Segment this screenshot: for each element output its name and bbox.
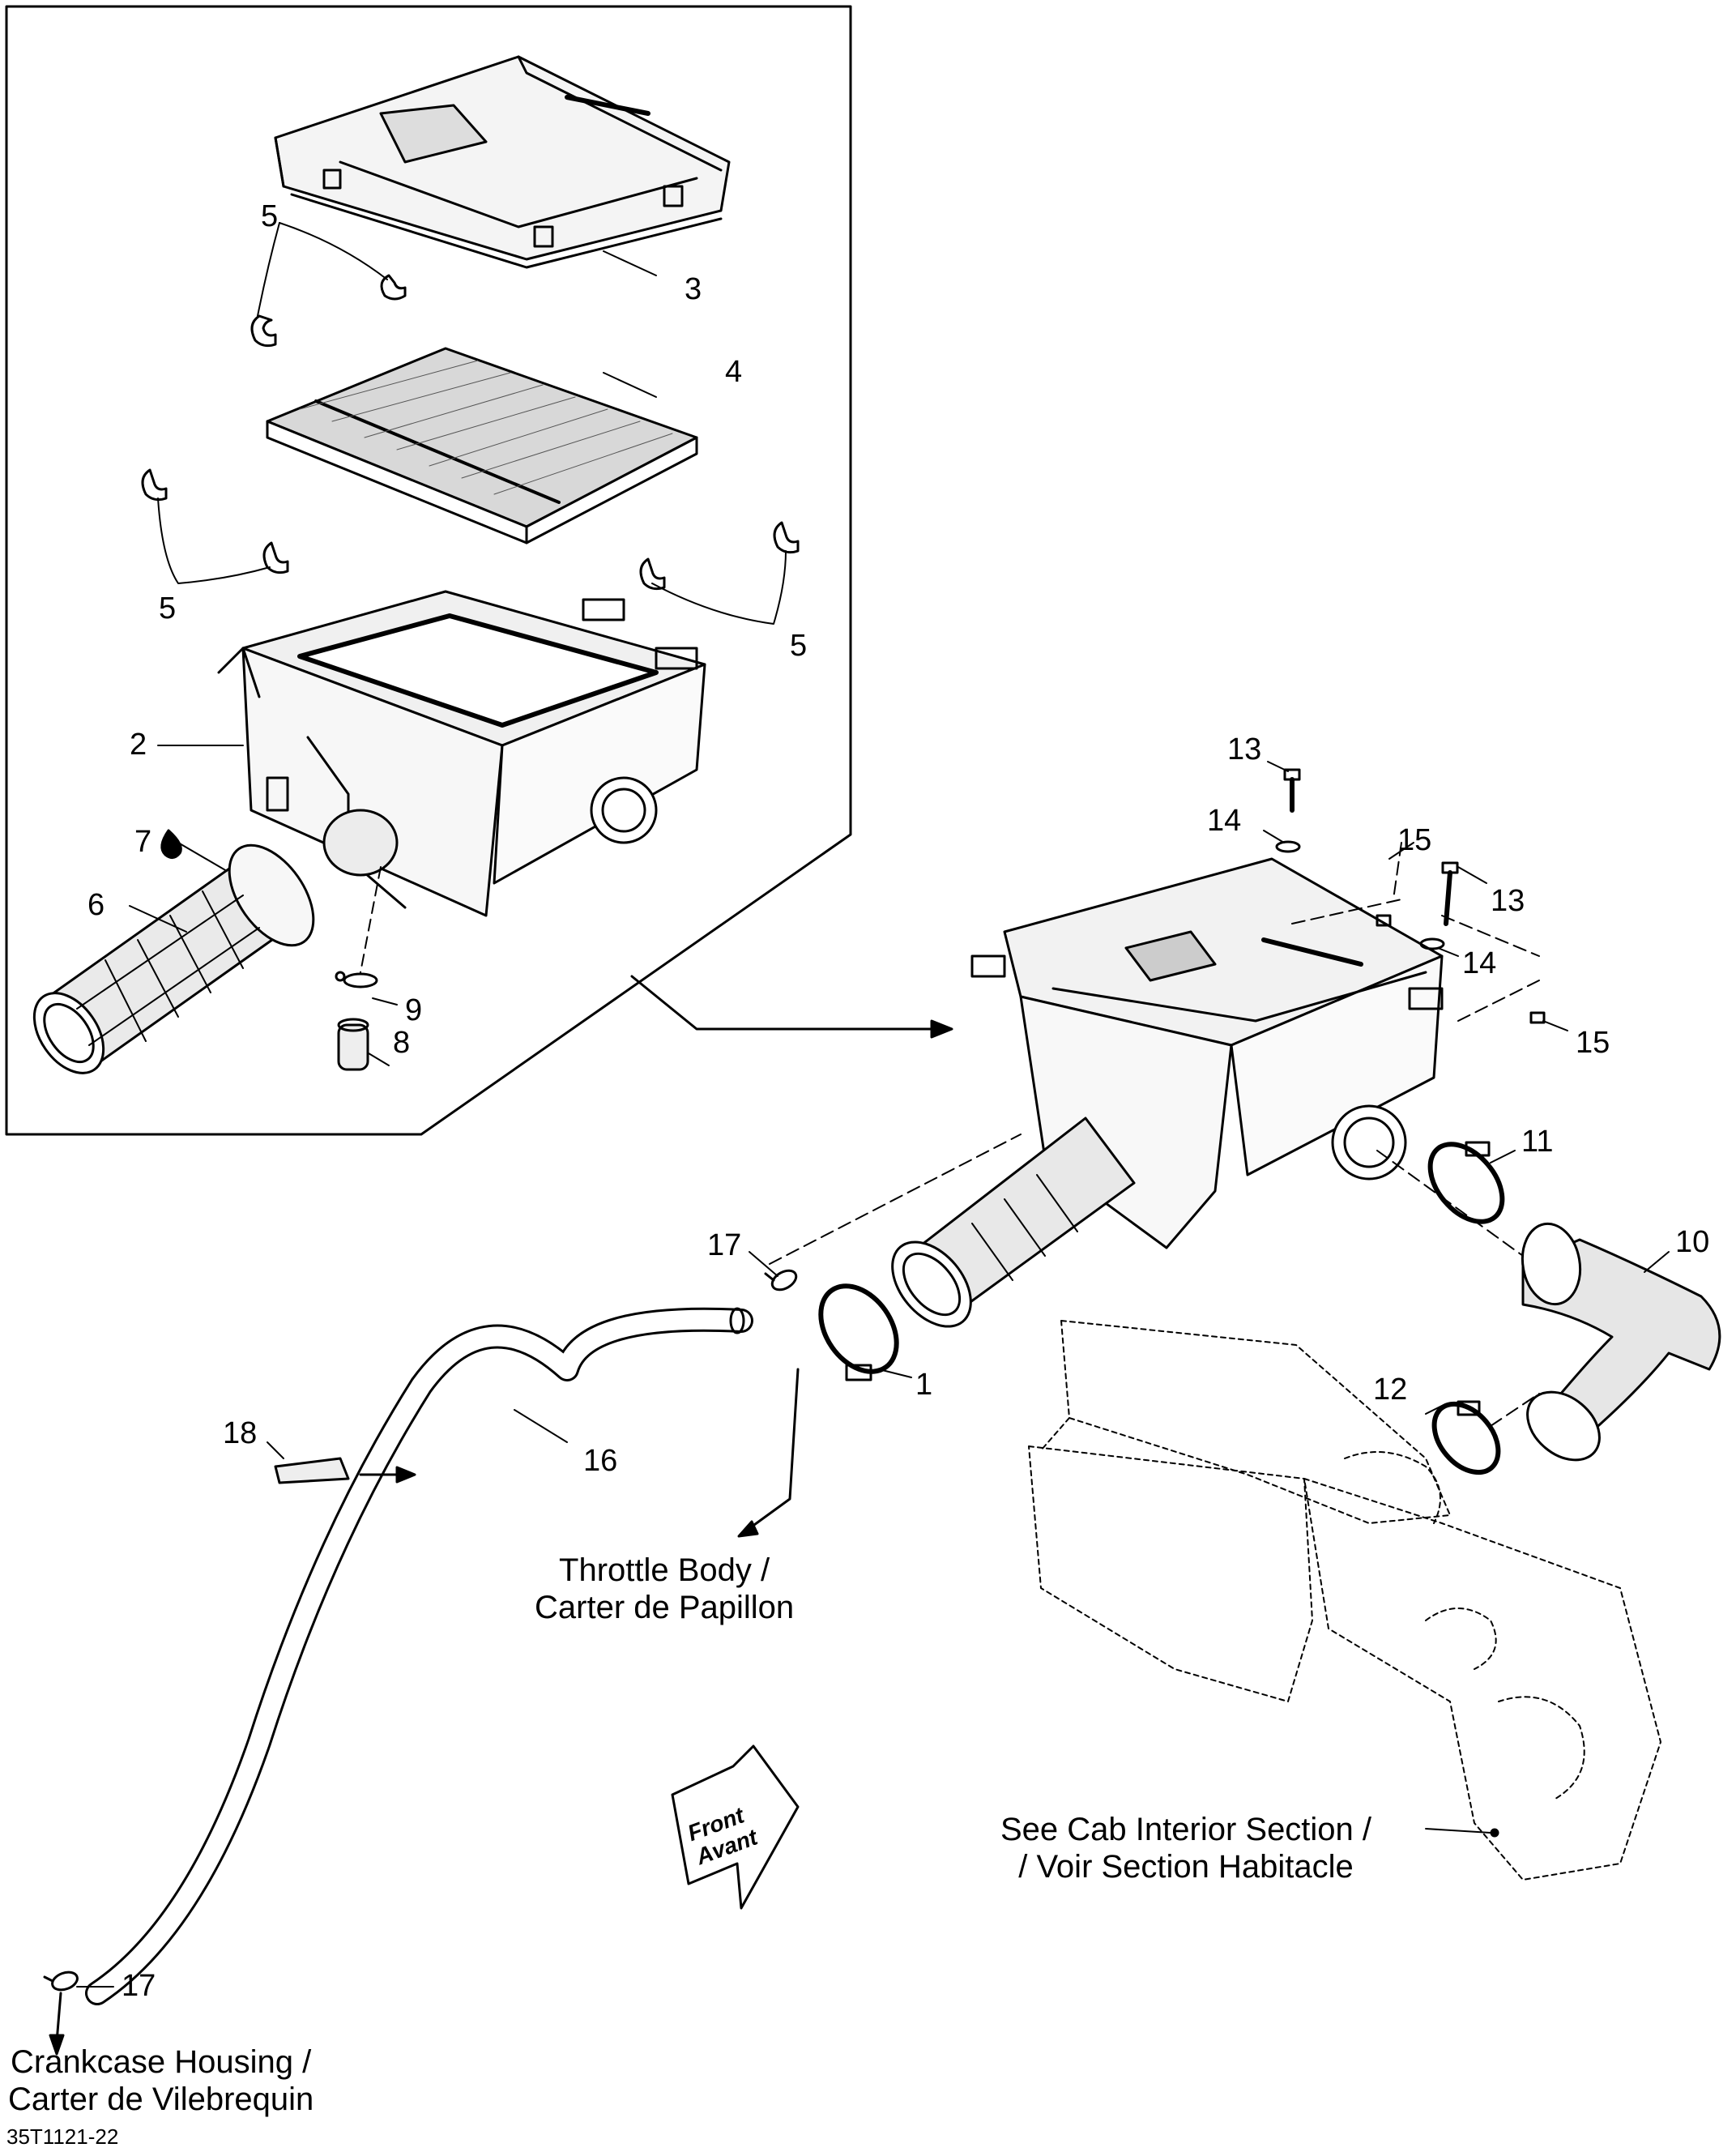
airbox-assembly [970, 857, 1444, 1249]
drain-dash-line [360, 866, 382, 973]
throttle-body-caption-line1: Throttle Body / [559, 1552, 770, 1588]
callout-1: 1 [915, 1368, 933, 1402]
callout-9: 9 [405, 993, 423, 1027]
breather-hose [85, 1307, 753, 2005]
hose-clamp-12 [1431, 1400, 1501, 1475]
hose-clamp-11 [1427, 1141, 1505, 1224]
callout-6: 6 [87, 888, 105, 922]
callout-13-top: 13 [1227, 732, 1262, 766]
callout-leaders [76, 250, 1670, 1988]
throttle-body-leader [737, 1368, 800, 1538]
diagram-code: 35T1121-22 [6, 2124, 119, 2149]
callout-7: 7 [134, 825, 152, 859]
throttle-body-caption: Throttle Body / Carter de Papillon [535, 1552, 794, 1626]
inset-to-assembly-arrow [630, 975, 953, 1039]
front-direction-arrow [671, 1744, 800, 1910]
throttle-body-caption-line2: Carter de Papillon [535, 1590, 795, 1625]
nut-15a [1376, 914, 1392, 927]
callout-5-left: 5 [159, 591, 177, 626]
callout-5-top: 5 [261, 199, 279, 233]
callout-3: 3 [685, 272, 702, 306]
callout-18: 18 [223, 1416, 258, 1450]
callout-15-right: 15 [1576, 1026, 1610, 1060]
callout-12: 12 [1373, 1373, 1408, 1407]
cab-interior-outline [1028, 1320, 1661, 1881]
cab-leader-dot [1490, 1828, 1499, 1838]
airbox-cover [274, 55, 731, 269]
air-filter [266, 347, 698, 544]
cab-interior-caption-line2: / Voir Section Habitacle [1018, 1849, 1354, 1885]
drain-valve [337, 1018, 369, 1071]
washer-14a [1275, 840, 1301, 853]
cab-caption-leader [1425, 1828, 1491, 1834]
callout-11: 11 [1521, 1125, 1554, 1159]
tie-18-arrow [359, 1466, 416, 1484]
callout-15-top: 15 [1397, 823, 1432, 857]
tie-18 [274, 1457, 350, 1484]
assembled-intake-tube [891, 1117, 1136, 1328]
small-clamp [335, 971, 378, 988]
crankcase-caption-line2: Carter de Vilebrequin [8, 2082, 314, 2117]
cab-interior-caption: See Cab Interior Section / / Voir Sectio… [1000, 1811, 1371, 1885]
callout-8: 8 [393, 1026, 411, 1060]
callout-16: 16 [583, 1444, 618, 1478]
callout-2: 2 [130, 728, 147, 762]
callout-4: 4 [725, 355, 743, 389]
hose-clamp-1 [818, 1283, 899, 1381]
bolt-13b [1441, 861, 1459, 926]
elbow-hose [1521, 1222, 1721, 1462]
washer-14b [1419, 937, 1445, 950]
callout-13-right: 13 [1491, 884, 1525, 918]
callout-14-top: 14 [1207, 804, 1242, 838]
bolt-13a [1283, 768, 1301, 813]
cab-interior-caption-line1: See Cab Interior Section / [1000, 1812, 1372, 1847]
exploded-view-frame [5, 5, 852, 1136]
callout-10: 10 [1675, 1225, 1710, 1259]
sealant-drop-icon [160, 829, 182, 859]
crankcase-caption: Crankcase Housing / Carter de Vilebrequi… [8, 2043, 314, 2118]
airbox-base [217, 590, 706, 917]
nut-15b [1529, 1011, 1546, 1024]
crankcase-caption-line1: Crankcase Housing / [10, 2044, 312, 2080]
callout-5-right: 5 [790, 629, 808, 663]
callout-17-bottom: 17 [122, 1969, 156, 2003]
hose-clip-17-bottom [43, 1971, 79, 1992]
callout-17-top: 17 [707, 1228, 742, 1262]
callout-14-right: 14 [1462, 946, 1497, 980]
clip-leader-lines [157, 222, 787, 625]
hose-clip-17-top [764, 1269, 798, 1292]
crankcase-leader [49, 1992, 65, 2056]
intake-tube [32, 843, 315, 1074]
alignment-lines [769, 842, 1540, 1427]
